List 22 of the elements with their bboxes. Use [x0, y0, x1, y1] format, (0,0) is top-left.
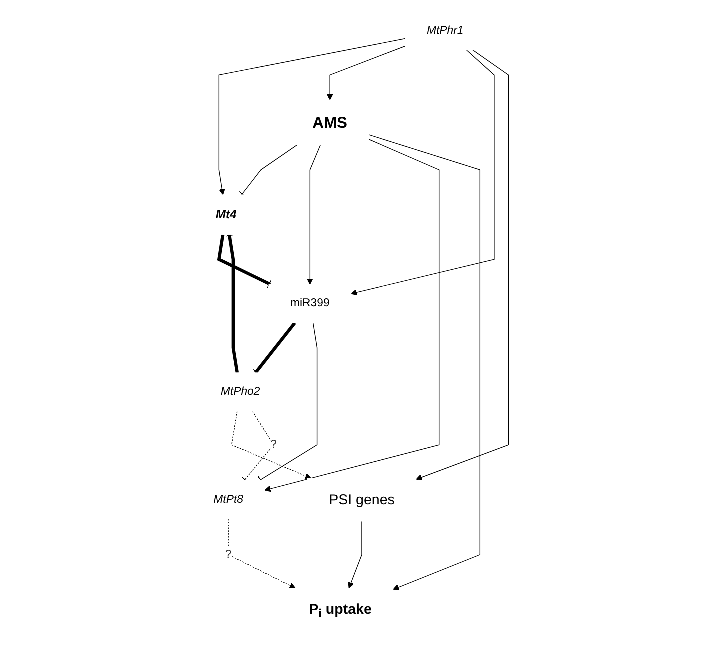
node-text: PSI genes — [329, 492, 395, 508]
connector — [224, 234, 240, 374]
arrow — [307, 145, 322, 286]
arrow — [350, 50, 495, 296]
arrow — [416, 50, 510, 482]
node-text: MtPhr1 — [426, 25, 464, 38]
edge-label: ? — [270, 439, 277, 452]
arrow — [231, 412, 312, 480]
node-text: MtPho2 — [220, 386, 260, 398]
arrow — [218, 38, 406, 196]
node-text: MtPt8 — [214, 494, 244, 506]
arrow — [368, 135, 481, 591]
connector — [217, 234, 273, 290]
node-text: P$_{i}$ uptake — [309, 602, 372, 621]
arrow — [228, 519, 296, 590]
arrow — [264, 140, 440, 493]
node-text: AMS — [312, 114, 348, 132]
arrow — [326, 46, 406, 101]
node-text: miR399 — [290, 298, 330, 310]
node-text: Mt4 — [216, 208, 237, 222]
edge-label: ? — [225, 548, 232, 562]
arrow — [348, 521, 362, 590]
